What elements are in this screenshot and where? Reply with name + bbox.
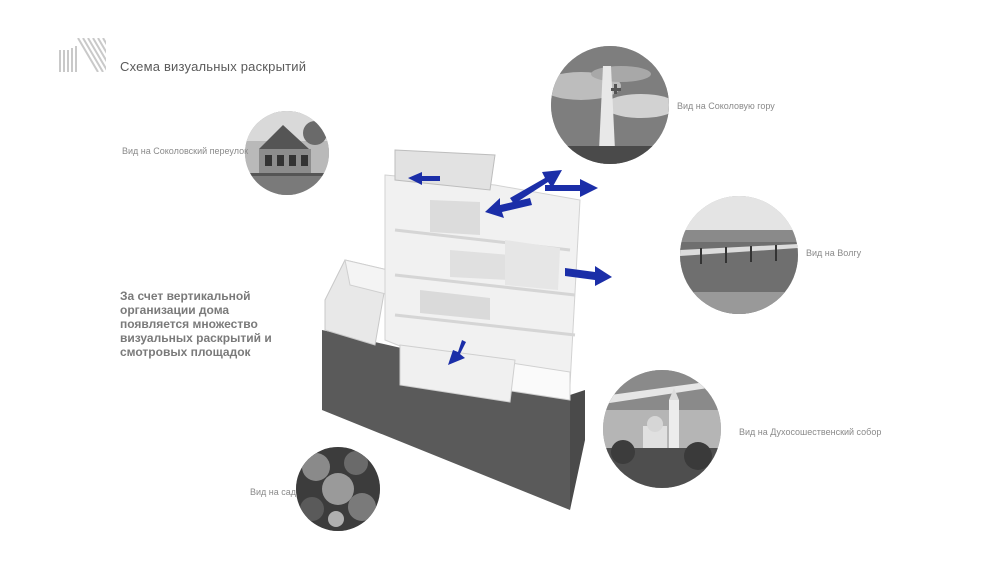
description-line: организации дома bbox=[120, 303, 230, 317]
arrow-icon bbox=[448, 340, 466, 365]
description-line: смотровых площадок bbox=[120, 345, 251, 359]
view-label: Вид на Волгу bbox=[806, 248, 862, 258]
arrow-icon bbox=[408, 172, 440, 185]
arrow-icon bbox=[485, 198, 532, 218]
view-label: Вид на Духосошественский собор bbox=[739, 427, 882, 437]
description-line: визуальных раскрытий и bbox=[120, 331, 272, 345]
garden-photo bbox=[296, 447, 380, 531]
description-line: За счет вертикальной bbox=[120, 289, 251, 303]
view-label: Вид на Соколовский переулок bbox=[122, 146, 249, 156]
river-bridge-photo bbox=[680, 196, 798, 314]
cathedral-photo bbox=[603, 370, 721, 488]
hatched-square-logo bbox=[59, 38, 106, 72]
arrow-icon bbox=[545, 179, 598, 197]
arrow-icon bbox=[565, 266, 612, 286]
arrow-icon bbox=[510, 170, 562, 204]
view-label: Вид на сад bbox=[250, 487, 297, 497]
view-label: Вид на Соколовую гору bbox=[677, 101, 775, 111]
description-text: За счет вертикальной организации дома по… bbox=[120, 289, 320, 359]
building-section-model bbox=[322, 149, 612, 510]
description-line: появляется множество bbox=[120, 317, 258, 331]
monument-photo bbox=[551, 46, 669, 164]
base-slab bbox=[322, 330, 575, 510]
page-title: Схема визуальных раскрытий bbox=[120, 59, 307, 74]
